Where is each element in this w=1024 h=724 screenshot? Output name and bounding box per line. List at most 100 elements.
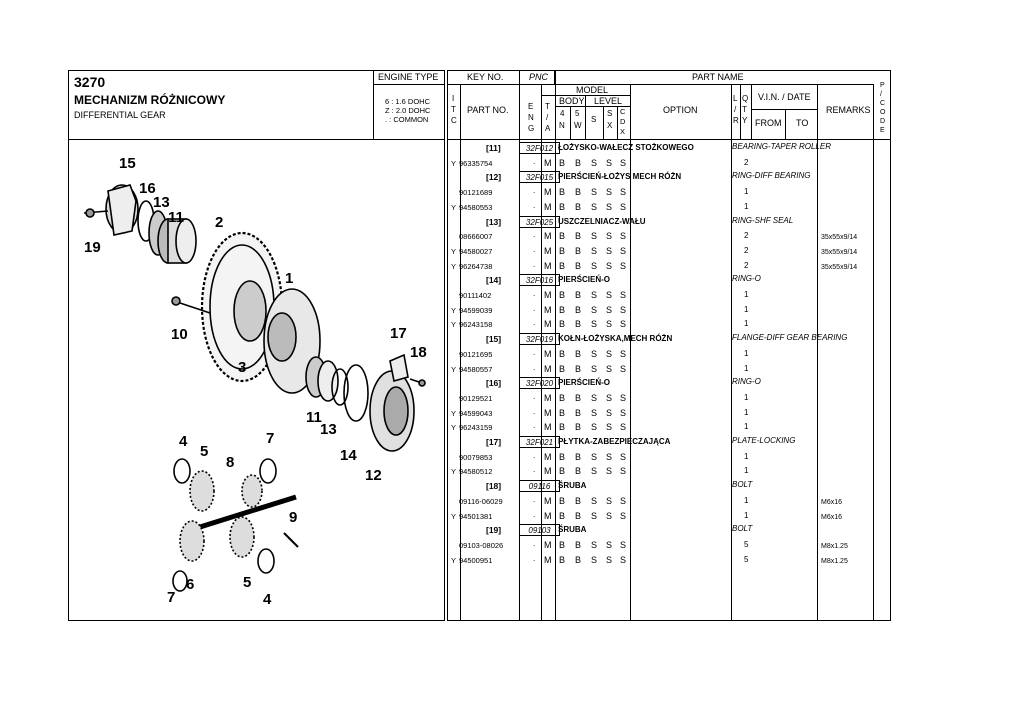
part-number: 94580512: [459, 467, 493, 477]
part-name-en: BOLT: [732, 480, 753, 490]
eng-code: .: [533, 289, 536, 298]
header-ta-t: T: [545, 102, 550, 111]
ta-code: M: [544, 231, 552, 242]
callout-12: 12: [365, 467, 382, 484]
callout-3: 3: [238, 359, 247, 376]
part-row[interactable]: [447, 362, 873, 377]
key-number: [18]: [486, 481, 502, 492]
body-5w: B: [575, 319, 582, 330]
header-ta-slash: /: [546, 113, 549, 122]
part-row[interactable]: [447, 229, 873, 244]
part-row[interactable]: [447, 200, 873, 215]
level-s-sx-line: [603, 106, 604, 139]
callout-13: 13: [153, 194, 170, 211]
header-to: TO: [796, 118, 809, 128]
ta-code: M: [544, 260, 552, 271]
part-number: 94599043: [459, 408, 493, 418]
body-level-underline: [555, 106, 630, 107]
part-number: 96264738: [459, 261, 493, 271]
pnc-code: 32F025: [519, 215, 560, 228]
group-header-row[interactable]: [447, 376, 873, 391]
body-4n: B: [559, 392, 566, 403]
level-cdx: S: [620, 201, 627, 212]
part-row[interactable]: [447, 185, 873, 200]
part-row[interactable]: [447, 391, 873, 406]
header-eng-n: N: [528, 113, 534, 122]
part-name-en: BOLT: [732, 524, 753, 534]
group-header-row[interactable]: [447, 273, 873, 288]
header-level-sx-s: S: [607, 109, 613, 118]
header-pcode-slash: /: [880, 91, 882, 98]
header-pcode-p: P: [880, 82, 885, 89]
part-row[interactable]: [447, 303, 873, 318]
part-number: 09116-06029: [459, 496, 503, 506]
part-row[interactable]: [447, 464, 873, 479]
part-row[interactable]: [447, 509, 873, 524]
part-row[interactable]: [447, 244, 873, 259]
callout-1: 1: [285, 270, 294, 287]
flange-part-12: [369, 370, 415, 452]
part-row[interactable]: [447, 553, 873, 568]
key-number: [11]: [486, 143, 501, 153]
body-4n: B: [559, 466, 566, 477]
level-sx: S: [606, 422, 613, 433]
header-itc-c: C: [451, 116, 457, 125]
header-itc-t: T: [451, 105, 456, 114]
case-part-1: [263, 288, 321, 394]
header-cdx-d: D: [620, 117, 626, 126]
part-row[interactable]: [447, 259, 873, 274]
quantity: 1: [744, 451, 749, 461]
callout-14: 14: [340, 447, 357, 464]
part-row[interactable]: [447, 288, 873, 303]
pnc-code: 32F020: [519, 377, 560, 390]
group-header-row[interactable]: [447, 479, 873, 494]
body-4n: B: [559, 245, 566, 256]
level-sx-cdx-line: [617, 106, 618, 139]
part-name-pl: ŚRUBA: [558, 525, 587, 535]
part-row[interactable]: [447, 494, 873, 509]
level-cdx: S: [620, 407, 627, 418]
part-row[interactable]: [447, 450, 873, 465]
part-row[interactable]: [447, 420, 873, 435]
body-4n: B: [559, 319, 566, 330]
body-4n: B: [559, 451, 566, 462]
engine-line-2: Z : 2.0 DOHC: [385, 106, 431, 115]
body-4n: B: [559, 348, 566, 359]
level-cdx: S: [620, 245, 627, 256]
part-name-pl: ŚRUBA: [558, 481, 587, 491]
part-row[interactable]: [447, 406, 873, 421]
quantity: 1: [744, 348, 749, 358]
part-row[interactable]: [447, 156, 873, 171]
level-s: S: [591, 201, 598, 212]
eng-code: .: [533, 156, 536, 166]
ta-code: M: [544, 539, 552, 550]
eng-code: .: [533, 186, 536, 196]
part-row[interactable]: [447, 347, 873, 362]
part-number: 09103-08026: [459, 540, 504, 550]
body-4n: B: [559, 201, 566, 212]
part-row[interactable]: [447, 317, 873, 332]
body-4n: B: [559, 363, 566, 374]
col-eng-line: [541, 84, 542, 621]
remarks: 35x55x9/14: [821, 248, 858, 256]
part-name-en: FLANGE-DIFF GEAR BEARING: [732, 333, 848, 343]
quantity: 2: [744, 260, 749, 270]
level-sx: S: [606, 363, 613, 374]
col-lr-line: [731, 84, 732, 621]
group-header-row[interactable]: [447, 215, 873, 230]
callout-4-top: 4: [179, 433, 188, 450]
part-row[interactable]: [447, 538, 873, 553]
itc-flag: Y: [451, 261, 457, 271]
callout-17: 17: [390, 325, 407, 342]
level-s: S: [591, 466, 598, 477]
pnc-code: 32F015: [519, 171, 560, 184]
section-title-pl: MECHANIZM RÓŻNICOWY: [74, 93, 226, 107]
part-name-en: BEARING-TAPER ROLLER: [732, 142, 831, 151]
level-sx: S: [606, 260, 613, 271]
key-number: [17]: [486, 437, 502, 447]
group-header-row[interactable]: [447, 523, 873, 538]
header-option: OPTION: [663, 105, 698, 115]
level-cdx: S: [620, 348, 627, 359]
body-4n: B: [559, 495, 566, 506]
body-4n: B: [559, 231, 566, 242]
